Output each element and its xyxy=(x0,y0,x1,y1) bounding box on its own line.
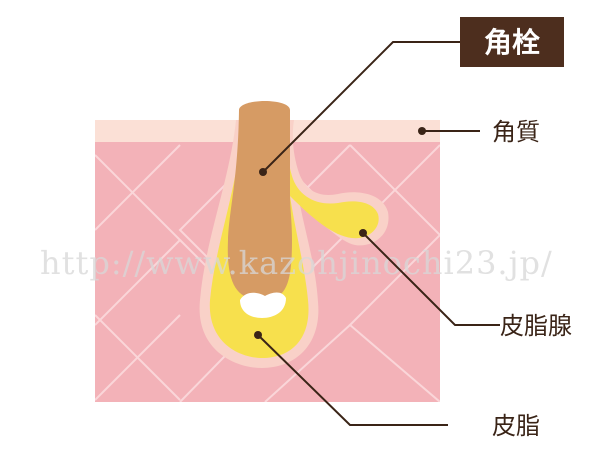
leader-dots xyxy=(254,127,426,339)
plug-label-box xyxy=(460,17,564,67)
plug-dot xyxy=(259,168,267,176)
stratum-corneum-dot xyxy=(418,127,426,135)
sebum-highlight xyxy=(240,292,286,318)
sebum-label: 皮脂 xyxy=(492,412,540,440)
sebum-dot xyxy=(254,331,262,339)
sebaceous-gland-leader-line xyxy=(362,232,500,326)
plug-label: 角栓 xyxy=(484,26,540,59)
sebum-leader-line xyxy=(257,334,448,426)
sebaceous-gland-label: 皮脂腺 xyxy=(500,312,572,340)
watermark-text: http://www.kazohjinochi23.jp/ xyxy=(40,244,553,282)
stratum-corneum-label: 角質 xyxy=(492,118,540,146)
leader-lines xyxy=(257,41,500,426)
sebaceous-plug xyxy=(227,101,292,300)
sebaceous-gland-dot xyxy=(359,229,367,237)
plug-leader-line xyxy=(262,41,460,173)
